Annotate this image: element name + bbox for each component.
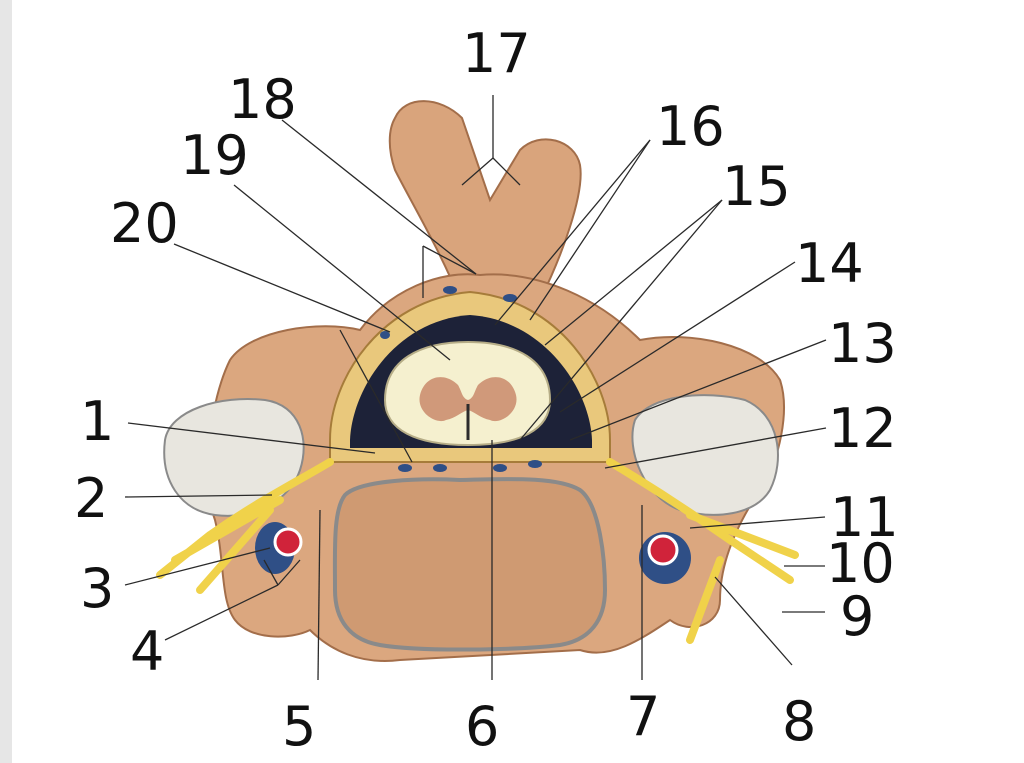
epidural-venous-plexus <box>380 286 542 472</box>
label-5: 5 <box>282 695 316 758</box>
label-group: 1 2 3 4 5 6 7 8 9 10 11 12 13 14 15 16 1… <box>74 22 899 758</box>
label-7: 7 <box>626 685 660 748</box>
spinal-nerve-left <box>156 458 334 594</box>
label-3: 3 <box>80 557 114 620</box>
label-16: 16 <box>656 95 725 158</box>
label-20: 20 <box>110 192 179 255</box>
label-10: 10 <box>826 532 895 595</box>
label-18: 18 <box>228 68 297 131</box>
vertebral-body <box>332 477 608 652</box>
label-13: 13 <box>828 312 897 375</box>
vertebral-artery-left <box>273 527 303 557</box>
spinous-process <box>388 100 582 301</box>
vertebral-artery-right <box>647 534 679 566</box>
label-8: 8 <box>782 690 816 753</box>
label-6: 6 <box>465 695 499 758</box>
leader-lines <box>124 95 827 681</box>
spinal-nerve-right <box>606 458 799 644</box>
gray-matter <box>419 377 517 422</box>
label-4: 4 <box>130 620 164 683</box>
label-12: 12 <box>828 397 897 460</box>
label-19: 19 <box>180 124 249 187</box>
scan-edge-shadow <box>0 0 12 763</box>
label-1: 1 <box>80 390 114 453</box>
label-11: 11 <box>830 486 899 549</box>
label-2: 2 <box>74 467 108 530</box>
label-9: 9 <box>840 585 874 648</box>
label-17: 17 <box>462 22 531 85</box>
label-14: 14 <box>795 232 864 295</box>
label-15: 15 <box>722 155 791 218</box>
articular-facet-left <box>163 398 305 517</box>
spinal-cord <box>383 340 552 447</box>
